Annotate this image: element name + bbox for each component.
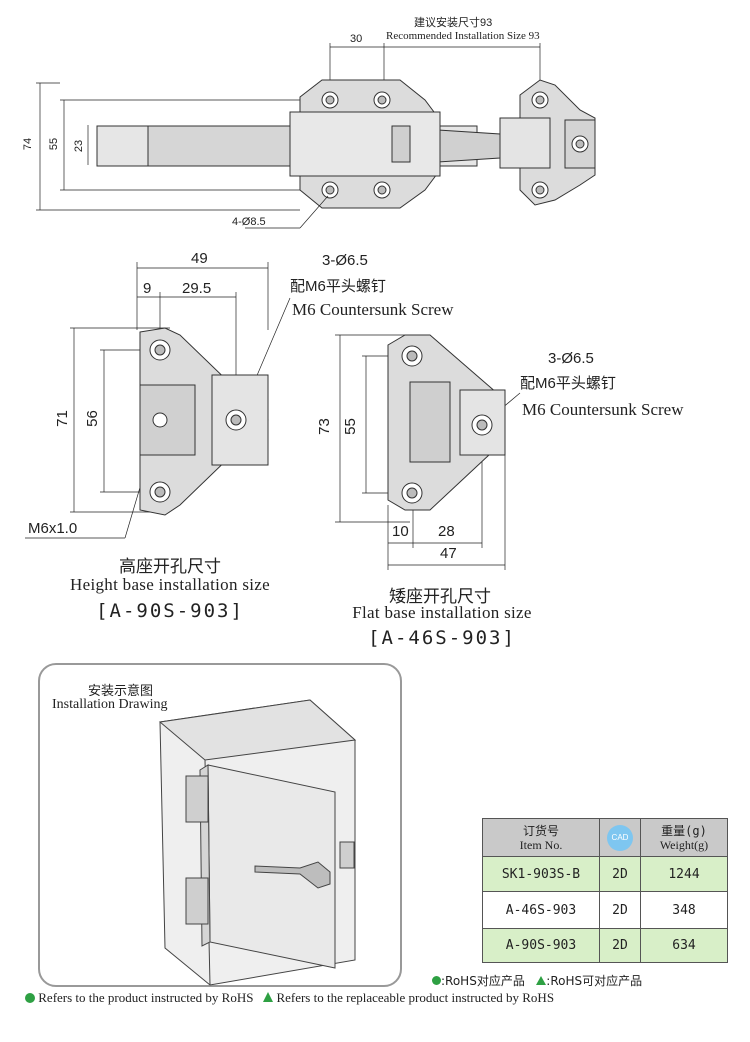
cell-weight: 348	[640, 891, 728, 929]
legend-cn-row: :RoHS对应产品 :RoHS可对应产品	[432, 972, 642, 989]
cad-badge-label: CAD	[611, 832, 629, 842]
dim-9: 9	[143, 280, 152, 297]
high-code: [A-90S-903]	[96, 600, 244, 622]
header-item-cn: 订货号	[522, 823, 559, 838]
spec-table: 订货号 Item No. CAD 重量(g) Weight(g) SK1-903…	[482, 818, 728, 963]
high-caption-cn: 高座开孔尺寸	[119, 557, 221, 577]
legend-rohs-alt-cn: :RoHS可对应产品	[546, 974, 643, 988]
flat-screw-en: M6 Countersunk Screw	[522, 400, 684, 419]
legend-rohs-cn: :RoHS对应产品	[441, 974, 525, 988]
dim-28: 28	[438, 523, 455, 540]
header-item-en: Item No.	[519, 837, 563, 852]
legend-rohs-en: Refers to the product instructed by RoHS	[38, 990, 254, 1005]
cell-cad: 2D	[599, 928, 641, 963]
cell-weight: 1244	[640, 856, 728, 892]
high-holes: 3-Ø6.5	[322, 252, 368, 269]
cell-cad: 2D	[599, 856, 641, 892]
dim-29-5: 29.5	[182, 280, 212, 297]
flat-code: [A-46S-903]	[368, 627, 516, 649]
high-caption-en: Height base installation size	[70, 575, 270, 594]
cell-item: SK1-903S-B	[482, 856, 600, 892]
table-row: A-90S-903 2D 634	[482, 928, 728, 963]
cell-cad: 2D	[599, 891, 641, 929]
cell-item: A-46S-903	[482, 891, 600, 929]
dim-47: 47	[440, 545, 457, 562]
cell-item: A-90S-903	[482, 928, 600, 963]
green-triangle-icon	[536, 976, 547, 985]
cell-weight: 634	[640, 928, 728, 963]
table-row: A-46S-903 2D 348	[482, 891, 728, 929]
dim-30: 30	[350, 33, 363, 45]
green-dot-icon	[432, 976, 441, 985]
legend-en-row: Refers to the product instructed by RoHS…	[25, 990, 554, 1006]
thread-label: M6x1.0	[28, 520, 78, 537]
high-screw-cn: 配M6平头螺钉	[290, 278, 386, 295]
header-weight-en: Weight(g)	[659, 837, 709, 852]
flat-holes: 3-Ø6.5	[548, 350, 594, 367]
spec-table-wrap: 订货号 Item No. CAD 重量(g) Weight(g) SK1-903…	[482, 818, 728, 963]
green-triangle-icon	[263, 992, 274, 1002]
install-title-en: Installation Drawing	[52, 697, 168, 712]
dim-holes-top: 4-Ø8.5	[232, 216, 266, 228]
table-row: SK1-903S-B 2D 1244	[482, 856, 728, 892]
legend-rohs-alt-en: Refers to the replaceable product instru…	[276, 990, 555, 1005]
flat-screw-cn: 配M6平头螺钉	[520, 375, 616, 392]
header-item: 订货号 Item No.	[482, 818, 600, 857]
cad-icon: CAD	[607, 824, 633, 851]
header-weight-cn: 重量(g)	[661, 823, 707, 838]
header-cad: CAD	[599, 818, 641, 857]
recommended-size-en: Recommended Installation Size 93	[386, 30, 540, 42]
install-title-cn: 安装示意图	[88, 683, 154, 698]
high-screw-en: M6 Countersunk Screw	[292, 300, 454, 319]
flat-caption-cn: 矮座开孔尺寸	[389, 587, 491, 607]
dim-49: 49	[191, 250, 208, 267]
flat-caption-en: Flat base installation size	[352, 603, 532, 622]
header-weight: 重量(g) Weight(g)	[640, 818, 728, 857]
green-dot-icon	[25, 993, 35, 1003]
recommended-size-cn: 建议安装尺寸93	[414, 17, 493, 29]
dim-10: 10	[392, 523, 409, 540]
